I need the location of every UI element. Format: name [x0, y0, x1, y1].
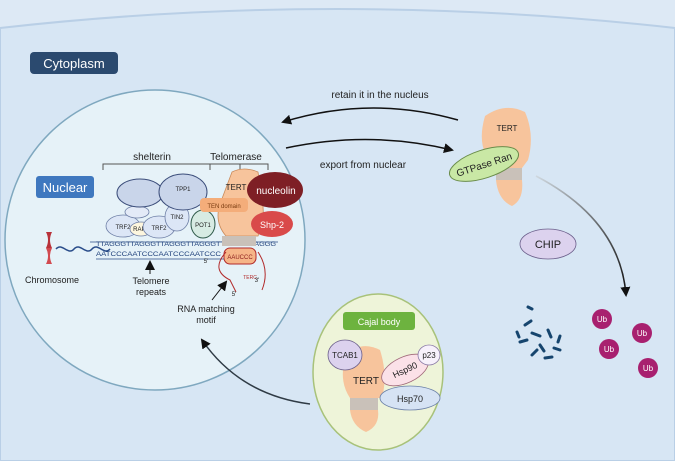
- pot1-label: POT1: [195, 223, 211, 229]
- dna-bottom-strand: AATCCCAATCCCAATCCCAATCCC: [96, 252, 222, 258]
- shp2-label: Shp-2: [260, 220, 284, 230]
- nuclear-label: Nuclear: [43, 180, 88, 195]
- rna-matching-label-2: motif: [196, 315, 216, 325]
- tcab1-label: TCAB1: [332, 351, 358, 360]
- cajal-tert-band: [350, 398, 378, 410]
- chip-protein: [519, 228, 577, 260]
- chip-label: CHIP: [535, 239, 561, 251]
- dna-top-strand: TTAGGGTTAGGGTTAGGGTTAGGGTTAGGGTTAGGG: [96, 242, 276, 248]
- telomerase-band: [222, 236, 256, 246]
- shelterin-bracket: [102, 163, 241, 170]
- ub-circle-2: [632, 323, 652, 343]
- telomere-repeats-label-2: repeats: [136, 287, 167, 297]
- ub-label-2: Ub: [637, 329, 648, 338]
- terc-label: TERC: [243, 275, 257, 281]
- shelterin-top-left: [116, 178, 164, 208]
- gtpase-ran: [448, 146, 520, 182]
- tcab1-protein: [327, 339, 363, 371]
- terc-3-end: 3': [255, 278, 259, 284]
- shelterin-title: shelterin: [133, 152, 171, 163]
- cyto-tert-tail: [496, 180, 523, 206]
- nucleus: [4, 89, 306, 391]
- rap1-label: RAP1: [133, 227, 149, 233]
- terc-rna-seq: AAUCCC: [227, 255, 253, 261]
- cajal-tert-label: TERT: [353, 376, 379, 387]
- degradation-arrow: [535, 175, 631, 297]
- cajal-to-nucleus-arrow: [200, 338, 311, 405]
- rap1-protein: [124, 205, 150, 219]
- ub-label-4: Ub: [643, 364, 654, 373]
- nucleolin-protein: [247, 172, 303, 208]
- ub-label-1: Ub: [597, 315, 608, 324]
- ub-circle-4: [638, 358, 658, 378]
- cajal-title: Cajal body: [358, 317, 401, 327]
- ub-label-3: Ub: [604, 345, 615, 354]
- dna-5-end: 5': [204, 259, 208, 265]
- telomere-repeats-label-1: Telomere: [132, 276, 169, 286]
- telomerase-tert-label: TERT: [226, 183, 247, 192]
- trf2-right-label: TRF2: [152, 226, 168, 232]
- terc-loop: [218, 251, 237, 293]
- p23-protein: [417, 344, 441, 366]
- tin2-label: TIN2: [170, 215, 184, 221]
- shp2-protein: [251, 211, 293, 237]
- export-label: export from nuclear: [320, 160, 407, 171]
- degraded-fragments: [515, 305, 562, 360]
- terc-5-end: 5': [232, 292, 236, 298]
- rna-matching-arrow: [211, 280, 228, 301]
- cytoplasm-label: Cytoplasm: [43, 56, 104, 71]
- nucleolin-label: nucleolin: [256, 186, 295, 197]
- tpp1-label: TPP1: [175, 187, 191, 193]
- ten-domain: [200, 198, 248, 212]
- ub-circle-1: [592, 309, 612, 329]
- cajal-tert-tail: [350, 410, 379, 432]
- ten-domain-label: TEN domain: [207, 204, 240, 210]
- export-arrow: [285, 138, 454, 153]
- terc-strand: [257, 251, 266, 291]
- telomerase-title: Telomerase: [210, 152, 262, 163]
- ub-circle-3: [599, 339, 619, 359]
- cajal-tag: [343, 312, 415, 330]
- terc-rna-box: [223, 247, 257, 265]
- tpp1-protein: [158, 173, 208, 211]
- chromosome-icon: [46, 232, 52, 264]
- cytoplasm-tag: [30, 52, 118, 74]
- rna-matching-label-1: RNA matching: [177, 304, 235, 314]
- cyto-tert-label: TERT: [497, 124, 518, 133]
- dna-helix: [55, 246, 111, 252]
- trf2-left-label: TRF2: [116, 225, 132, 231]
- retain-label: retain it in the nucleus: [331, 90, 428, 101]
- retain-arrow: [281, 107, 459, 125]
- telomerase-bracket: [209, 163, 269, 170]
- hsp70-label: Hsp70: [397, 394, 423, 404]
- p23-label: p23: [422, 351, 436, 360]
- nuclear-tag: [36, 176, 94, 198]
- chromosome-label: Chromosome: [25, 275, 79, 285]
- hsp70-protein: [379, 385, 441, 411]
